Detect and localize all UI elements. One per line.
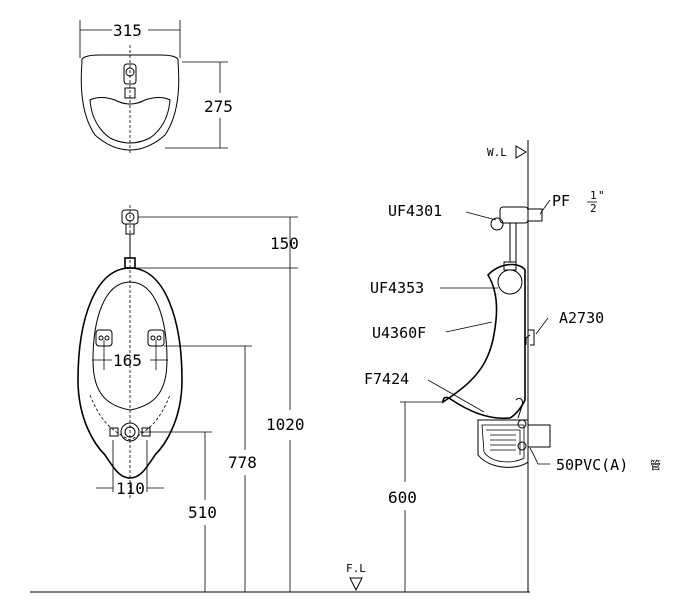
label-spreader: UF4353: [370, 279, 424, 297]
label-supply-inch: ": [598, 189, 605, 202]
top-view-bowl: [89, 97, 171, 144]
front-urinal-bowl: [92, 281, 168, 411]
dim-outlet-spacing: 110: [116, 479, 145, 498]
dim-depth-top: 275: [204, 97, 233, 116]
top-view-valve: [123, 63, 137, 99]
label-supply-fraction-den: 2: [590, 202, 597, 215]
label-drain-pipe: 50PVC(A): [556, 456, 628, 474]
side-flush-valve: [490, 206, 543, 262]
label-drain-pipe-suffix: 管: [650, 458, 661, 472]
front-view: 165 110 150 1020 778 510: [77, 205, 305, 592]
front-flush-valve: [121, 209, 139, 269]
label-supply-fraction-num: 1: [590, 189, 597, 202]
water-line-marker: [515, 145, 527, 159]
label-trap: F7424: [364, 370, 409, 388]
dim-width-top: 315: [113, 21, 142, 40]
label-flush-valve: UF4301: [388, 202, 442, 220]
label-hanger: A2730: [559, 309, 604, 327]
label-urinal: U4360F: [372, 324, 426, 342]
dim-outlet-height: 510: [188, 503, 217, 522]
dim-overall-height: 1020: [266, 415, 305, 434]
top-view: 315 275: [79, 20, 233, 155]
side-trap: [477, 397, 551, 468]
floor-line-label: F.L: [346, 562, 366, 575]
side-hanger: [525, 329, 535, 346]
dim-mount-hole-spacing: 165: [113, 351, 142, 370]
dim-rim-height: 600: [388, 488, 417, 507]
label-supply-pipe: PF: [552, 192, 570, 210]
front-urinal-outline: [77, 267, 183, 479]
side-view: W.L: [364, 140, 661, 592]
side-urinal-body: [442, 263, 526, 420]
water-line-label: W.L: [487, 146, 507, 159]
dim-mount-hole-height: 778: [228, 453, 257, 472]
front-outlet: [109, 422, 151, 442]
dim-valve-to-rim: 150: [270, 234, 299, 253]
side-spreader: [497, 269, 523, 295]
floor-line-marker: [349, 577, 363, 592]
